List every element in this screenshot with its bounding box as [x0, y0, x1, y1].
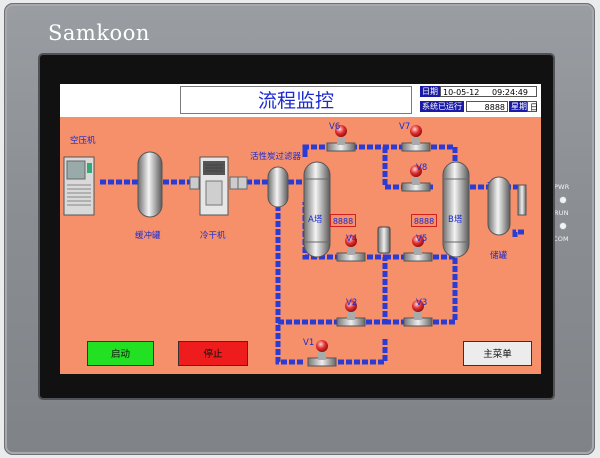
page-title: 流程监控	[180, 86, 412, 114]
silencer-icon	[377, 226, 391, 254]
process-diagram: 空压机 缓冲罐 冷干机 活性炭过滤器 A塔 B塔 储罐 8888 8888 V6…	[60, 117, 541, 374]
piping-svg	[63, 125, 527, 367]
valve-v6-label: V6	[329, 122, 341, 132]
filter-label: 活性炭过滤器	[250, 152, 302, 162]
buffer-tank-icon	[137, 151, 163, 218]
uptime-value: 8888	[466, 101, 508, 112]
datetime-value: 10-05-12 09:24:49	[440, 86, 537, 97]
com-label: COM	[553, 235, 569, 243]
tower-a-label: A塔	[308, 215, 323, 225]
pwr-label: PWR	[554, 183, 570, 191]
main-menu-button[interactable]: 主菜单	[463, 341, 532, 366]
weekday-value: 日	[527, 101, 538, 112]
valve-v7-label: V7	[399, 122, 411, 132]
valve-v2-label: V2	[346, 298, 358, 308]
tower-a-icon	[303, 161, 331, 258]
valve-v1-label: V1	[303, 338, 315, 348]
storage-tank-label: 储罐	[490, 251, 508, 261]
valve-v5-label: V5	[416, 234, 428, 244]
tower-b-readout: 8888	[411, 214, 437, 227]
weekday-label: 星期	[509, 101, 529, 112]
dryer-icon	[199, 156, 229, 216]
storage-tank-icon	[487, 176, 511, 236]
buffer-tank-label: 缓冲罐	[135, 231, 161, 241]
valve-v4-label: V4	[346, 234, 358, 244]
run-label: RUN	[554, 209, 569, 217]
tower-b-icon	[442, 161, 470, 258]
pwr-led	[560, 197, 566, 203]
stop-button[interactable]: 停止	[178, 341, 248, 366]
dryer-label: 冷干机	[200, 231, 226, 241]
start-button[interactable]: 启动	[87, 341, 154, 366]
filter-icon	[267, 166, 289, 208]
hmi-screen: 流程监控 日期 10-05-12 09:24:49 系统已运行 8888 星期 …	[60, 84, 541, 374]
run-led	[560, 223, 566, 229]
date-label: 日期	[420, 86, 440, 97]
valve-v3-label: V3	[416, 298, 428, 308]
header-bar: 流程监控 日期 10-05-12 09:24:49 系统已运行 8888 星期 …	[60, 84, 541, 117]
compressor-icon	[63, 156, 95, 216]
valve-v8-label: V8	[416, 163, 428, 173]
tower-b-label: B塔	[448, 215, 463, 225]
uptime-label: 系统已运行	[420, 101, 464, 112]
valve-icons	[307, 125, 433, 367]
brand-logo: Samkoon	[48, 21, 150, 45]
tower-a-readout: 8888	[330, 214, 356, 227]
compressor-label: 空压机	[70, 136, 96, 146]
